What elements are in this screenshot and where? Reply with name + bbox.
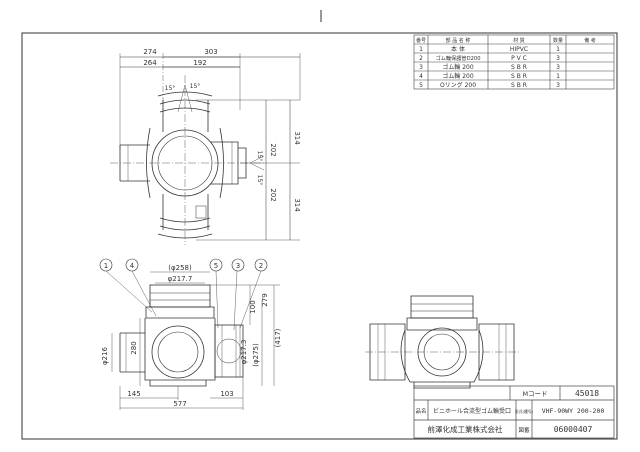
dim-phi217-7: φ217.7: [168, 275, 193, 283]
row3-material: S B R: [511, 64, 527, 71]
dim-417: (417): [274, 328, 282, 347]
dim-264: 264: [143, 59, 157, 67]
angle-top-left: 15°: [165, 85, 176, 92]
dim-192: 192: [193, 59, 206, 67]
dim-577: 577: [173, 400, 186, 408]
callout-4: 4: [130, 262, 135, 270]
row1-material: HIPVC: [510, 46, 528, 53]
top-view-dims: 274 303 264 192 314 202 202 314 15° 15° …: [143, 48, 301, 212]
dim-202-top: 202: [269, 143, 277, 156]
angle-right-bottom: 15°: [256, 175, 263, 186]
dim-202-bottom: 202: [269, 188, 277, 201]
callout-2: 2: [259, 262, 263, 270]
parts-table: [413, 34, 615, 90]
parts-table-rows: 1 本 体 HIPVC 1 2 ゴム輪保護管D200 P V C 3 3 ゴム輪…: [419, 45, 560, 89]
title-block: [413, 385, 615, 439]
dim-274: 274: [143, 48, 157, 56]
row5-qty: 3: [556, 82, 560, 89]
callout-5: 5: [214, 262, 218, 270]
row3-name: ゴム輪 200: [442, 63, 474, 71]
parts-table-header: 番号 部 品 名 称 材 質 数量 備 考: [416, 37, 596, 44]
row4-qty: 1: [556, 73, 560, 80]
row2-material: P V C: [511, 55, 527, 62]
dim-phi216: φ216: [101, 346, 109, 365]
dim-303: 303: [204, 48, 217, 56]
company-name: 前澤化成工業株式会社: [428, 424, 503, 434]
dim-phi217-3: φ217.3: [240, 340, 248, 365]
title-block-text: Mコード 45018 品名 ビニホール合流型ゴム輪受口 形式(種号) VHF-9…: [415, 389, 604, 434]
th-name: 部 品 名 称: [446, 37, 471, 44]
code-value: 45018: [575, 389, 599, 398]
dim-phi258: (φ258): [168, 264, 192, 272]
dim-phi275: (φ275): [252, 343, 260, 367]
angle-right-top: 15°: [256, 151, 263, 162]
top-view: [110, 53, 301, 245]
drawing-frame: [21, 32, 618, 440]
dim-279: 279: [261, 293, 269, 306]
row2-no: 2: [419, 55, 423, 62]
drawing-label: 図番: [518, 427, 530, 434]
angle-top-right: 15°: [190, 83, 201, 90]
callout-3: 3: [236, 262, 240, 270]
dim-314-top: 314: [293, 131, 301, 145]
dim-314-bottom: 314: [293, 198, 301, 212]
th-qty: 数量: [553, 37, 563, 44]
row4-no: 4: [419, 73, 423, 80]
row1-no: 1: [419, 46, 423, 53]
row2-name: ゴム輪保護管D200: [435, 54, 480, 62]
row5-material: S B R: [511, 82, 527, 89]
dim-103: 103: [220, 390, 233, 398]
row1-qty: 1: [556, 46, 560, 53]
model-value: VHF-90WY 200-200: [542, 407, 605, 415]
dim-100: 100: [249, 300, 257, 313]
th-material: 材 質: [513, 37, 525, 44]
model-label: 形式(種号): [515, 409, 534, 414]
row5-no: 5: [419, 82, 423, 89]
row5-name: Oリング 200: [440, 81, 476, 89]
th-note: 備 考: [584, 37, 596, 44]
row3-qty: 3: [556, 64, 560, 71]
front-view-labels: 1 4 5 3 2 (φ258) φ217.7 280 φ216 100 279…: [101, 262, 282, 408]
dim-280: 280: [130, 341, 138, 354]
row3-no: 3: [419, 64, 423, 71]
dim-145: 145: [127, 390, 140, 398]
front-view: [99, 258, 280, 410]
side-view: [365, 295, 520, 389]
row2-qty: 3: [556, 55, 560, 62]
row4-material: S B R: [511, 73, 527, 80]
code-label: Mコード: [522, 390, 547, 398]
callout-1: 1: [104, 262, 108, 270]
row1-name: 本 体: [451, 45, 465, 53]
drawing-value: 06000407: [554, 425, 593, 434]
name-value: ビニホール合流型ゴム輪受口: [433, 407, 511, 415]
row4-name: ゴム輪 200: [442, 72, 474, 80]
name-label: 品名: [415, 407, 426, 415]
th-no: 番号: [416, 37, 426, 44]
